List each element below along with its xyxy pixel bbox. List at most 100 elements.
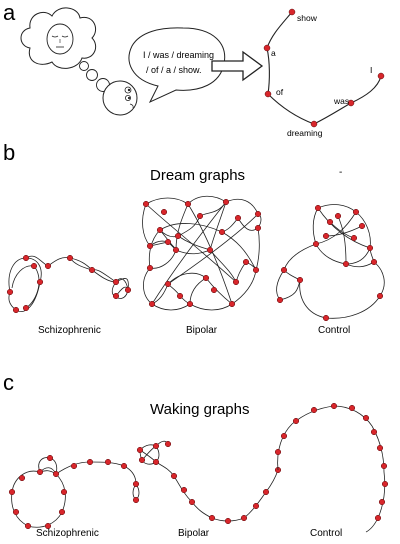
- graph-node: [172, 246, 180, 254]
- graph-node: [112, 278, 120, 286]
- graph-node: [218, 228, 226, 236]
- graph-edge: [69, 257, 93, 271]
- word-label-i: I: [370, 65, 372, 75]
- graph-node: [228, 300, 236, 308]
- graph-edge: [11, 265, 35, 289]
- bubble-line-1: I / was / dreaming: [143, 50, 214, 60]
- graph-node: [280, 432, 288, 440]
- graph-node: [146, 242, 154, 250]
- person-head-icon: [102, 80, 138, 116]
- graph-node: [322, 232, 330, 240]
- graph-node: [342, 260, 350, 268]
- graph-node: [44, 522, 52, 530]
- word-graph: show a of dreaming was I: [263, 8, 385, 138]
- word-label-dreaming: dreaming: [287, 128, 323, 138]
- graph-edge: [266, 11, 293, 49]
- dream-graph-label-schizophrenic: Schizophrenic: [38, 325, 101, 336]
- graph-node: [202, 274, 210, 282]
- graph-node: [370, 428, 378, 436]
- graph-edge: [145, 197, 189, 205]
- graph-edge: [225, 198, 259, 215]
- graph-node: [208, 514, 216, 522]
- graph-edge: [175, 249, 211, 255]
- graph-edge: [25, 265, 40, 309]
- graph-edge: [279, 279, 301, 301]
- dream-graph-schizophrenic: [6, 254, 132, 314]
- graph-node: [312, 240, 320, 248]
- graph-node: [104, 458, 112, 466]
- graph-node: [184, 200, 192, 208]
- graph-node: [330, 402, 338, 410]
- graph-node: [148, 300, 156, 308]
- graph-node: [46, 454, 54, 462]
- graph-edge: [221, 231, 257, 271]
- graph-edge: [325, 295, 381, 319]
- graph-edge: [221, 217, 239, 233]
- graph-node: [180, 486, 188, 494]
- graph-edge: [355, 211, 371, 249]
- panel-c: c Waking graphs: [3, 370, 389, 539]
- graph-node: [12, 306, 20, 314]
- graph-node: [186, 300, 194, 308]
- graph-node: [138, 456, 146, 464]
- graph-node: [380, 462, 388, 470]
- graph-node: [240, 514, 248, 522]
- graph-node: [132, 496, 140, 504]
- dream-graph-control: [276, 204, 385, 322]
- graph-node: [120, 462, 128, 470]
- graph-edge: [155, 461, 175, 477]
- graph-node: [152, 442, 160, 450]
- graph-node: [326, 218, 334, 226]
- graph-edge: [145, 203, 237, 283]
- graph-edge: [333, 405, 373, 427]
- graph-node: [8, 488, 16, 496]
- graph-node: [136, 446, 144, 454]
- graph-node: [18, 474, 26, 482]
- graph-edge: [167, 272, 207, 285]
- panel-b-mark: -: [339, 167, 342, 178]
- graph-node: [196, 212, 204, 220]
- graph-node: [36, 468, 44, 476]
- graph-edge: [299, 279, 327, 319]
- graph-node: [280, 266, 288, 274]
- graph-node: [288, 8, 296, 16]
- graph-edge: [235, 261, 247, 283]
- graph-node: [292, 417, 300, 425]
- graph-edge: [177, 235, 211, 251]
- graph-node: [376, 444, 384, 452]
- graph-node: [70, 462, 78, 470]
- graph-node: [52, 470, 60, 478]
- graph-node: [174, 232, 182, 240]
- graph-edge: [255, 227, 260, 271]
- dream-graph-bipolar: [142, 195, 262, 311]
- graph-node: [262, 488, 270, 496]
- graph-edge: [313, 102, 352, 125]
- graph-node: [274, 448, 282, 456]
- graph-node: [352, 208, 360, 216]
- graph-edge: [209, 201, 227, 251]
- arrow-right-icon: [211, 50, 264, 82]
- graph-node: [334, 212, 342, 220]
- graph-edge: [267, 93, 315, 125]
- graph-node: [210, 286, 218, 294]
- graph-edge: [191, 501, 213, 519]
- graph-edge: [159, 223, 223, 233]
- graph-edge: [312, 207, 319, 245]
- graph-node: [164, 238, 172, 246]
- graph-edge: [266, 47, 270, 95]
- bubble-line-2: / of / a / show.: [146, 65, 202, 75]
- graph-node: [242, 258, 250, 266]
- waking-graph-label-control: Control: [310, 528, 342, 539]
- graph-edge: [149, 249, 177, 269]
- graph-node: [132, 480, 140, 488]
- graph-edge: [151, 283, 169, 305]
- graph-node: [22, 254, 30, 262]
- graph-edge: [377, 471, 386, 519]
- graph-edge: [69, 257, 93, 271]
- graph-node: [142, 200, 150, 208]
- thought-dot: [79, 61, 89, 71]
- graph-node: [88, 266, 96, 274]
- graph-edge: [345, 261, 375, 268]
- panel-c-title: Waking graphs: [150, 401, 250, 418]
- graph-node: [146, 264, 154, 272]
